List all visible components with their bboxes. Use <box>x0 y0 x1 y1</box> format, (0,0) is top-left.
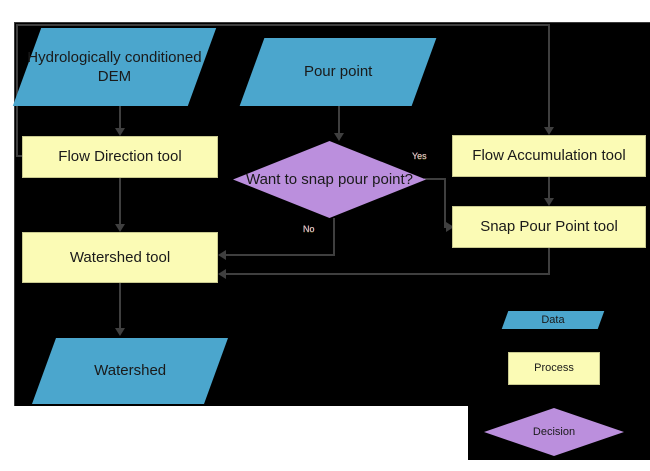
connector-pourpoint-to-decision <box>338 106 340 133</box>
arrowhead-to-watershedtool-top <box>115 224 125 232</box>
node-label: Pour point <box>303 63 373 81</box>
connector-dem-to-flowaccum-horizontal <box>16 24 550 26</box>
legend-label: Decision <box>532 425 576 438</box>
branch-label-no: No <box>303 224 315 234</box>
connector-dem-left-vertical <box>16 24 18 157</box>
connector-no-horizontal <box>226 254 335 256</box>
arrowhead-to-snap-top <box>544 198 554 206</box>
node-label: Flow Accumulation tool <box>472 147 626 165</box>
node-label: Flow Direction tool <box>58 148 182 166</box>
node-pour-point[interactable]: Pour point <box>239 38 437 106</box>
node-label: Snap Pour Point tool <box>480 218 618 236</box>
arrowhead-to-flowaccum <box>544 127 554 135</box>
node-flow-accumulation-tool[interactable]: Flow Accumulation tool <box>452 135 646 177</box>
node-label: Watershed tool <box>69 248 171 266</box>
arrowhead-no-to-watershedtool <box>218 250 226 260</box>
connector-dem-to-flowdirection <box>119 106 121 128</box>
connector-flowaccum-to-snap <box>548 177 550 198</box>
node-label: Want to snap pour point? <box>245 170 414 188</box>
connector-snap-horizontal <box>226 273 550 275</box>
arrowhead-to-watershed <box>115 328 125 336</box>
connector-into-flowdirection-left <box>16 155 24 157</box>
node-flow-direction-tool[interactable]: Flow Direction tool <box>22 136 218 178</box>
legend-label: Data <box>541 313 565 326</box>
legend-label: Process <box>534 362 574 375</box>
connector-flowdirection-to-watershedtool <box>119 178 121 224</box>
arrowhead-to-flowdirection <box>115 128 125 136</box>
connector-snap-vertical <box>548 248 550 275</box>
arrowhead-yes-to-snap <box>446 222 454 232</box>
node-watershed-tool[interactable]: Watershed tool <box>22 232 218 283</box>
branch-label-yes: Yes <box>412 151 427 161</box>
arrowhead-snap-to-watershedtool <box>218 269 226 279</box>
connector-to-flowaccum-vertical <box>548 24 550 127</box>
node-label: Watershed <box>94 362 166 380</box>
connector-watershedtool-to-watershed <box>119 283 121 328</box>
connector-yes-horizontal <box>424 178 446 180</box>
arrowhead-to-decision <box>334 133 344 141</box>
connector-yes-vertical <box>444 178 446 227</box>
node-hydrologically-conditioned-dem[interactable]: Hydrologically conditioned DEM <box>12 28 217 106</box>
node-watershed[interactable]: Watershed <box>31 338 229 404</box>
connector-no-vertical <box>333 218 335 256</box>
node-label: Hydrologically conditioned DEM <box>27 48 202 85</box>
node-snap-pour-point-tool[interactable]: Snap Pour Point tool <box>452 206 646 248</box>
legend-item-process: Process <box>508 352 600 385</box>
legend-item-data: Data <box>501 311 605 329</box>
